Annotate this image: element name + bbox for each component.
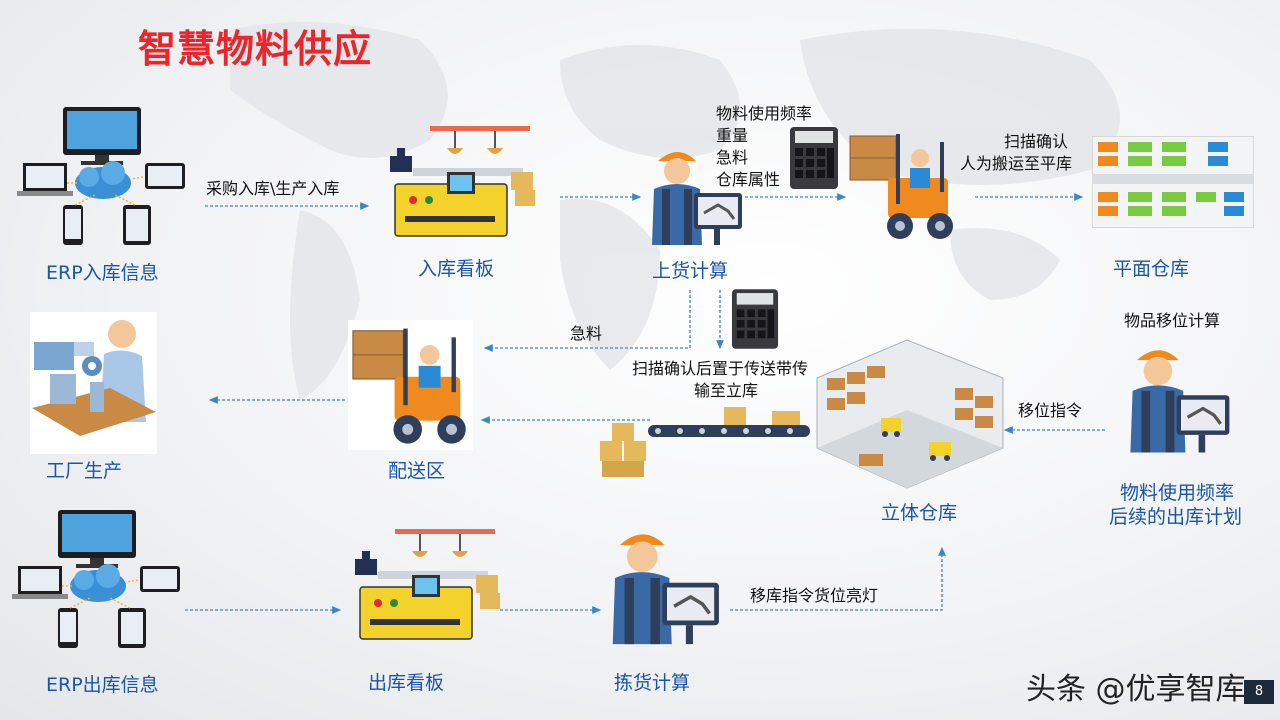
erp-out-label: ERP出库信息	[46, 674, 159, 696]
worker-terminal-icon	[652, 152, 742, 245]
pick-calc-label: 拣货计算	[614, 672, 691, 694]
calculator-icon	[731, 289, 779, 349]
conveyor-note-2: 输至立库	[694, 381, 759, 400]
arrow-pick-to-autowh	[730, 546, 946, 611]
move-calc-note: 物品移位计算	[1124, 311, 1221, 330]
purchase-note: 采购入库\生产入库	[206, 179, 340, 198]
erp-in-label: ERP入库信息	[46, 262, 159, 284]
factor-item: 急料	[716, 148, 749, 167]
erp-computer-icon	[17, 107, 185, 245]
factors-list: 物料使用频率 重量 急料 仓库属性	[716, 103, 812, 191]
conveyor-belt-icon	[600, 407, 810, 477]
factor-item: 仓库属性	[716, 170, 781, 189]
auto-wh-label: 立体仓库	[881, 502, 958, 524]
out-cmd-note: 移库指令货位亮灯	[750, 586, 879, 605]
board-out-label: 出库看板	[368, 672, 445, 694]
plan-line-2: 后续的出库计划	[1109, 506, 1243, 528]
scan-note: 扫描确认	[986, 131, 1086, 153]
shelf-calc-label: 上货计算	[652, 260, 729, 282]
factory-production-icon	[32, 320, 156, 436]
board-in-label: 入库看板	[418, 258, 495, 280]
erp-computer-icon	[12, 510, 180, 648]
flat-warehouse-map-icon	[1092, 136, 1254, 228]
scan-note-line: 扫描确认	[1003, 132, 1068, 151]
scan-note-line: 人为搬运至平库	[960, 154, 1073, 173]
page-number: 8	[1244, 680, 1274, 704]
inbound-board-machine-icon	[390, 126, 535, 237]
flat-wh-label: 平面仓库	[1113, 258, 1190, 280]
arrow-urgent	[483, 290, 691, 352]
urgent-note: 急料	[570, 324, 603, 343]
factor-item: 重量	[716, 126, 749, 145]
worker-terminal-icon	[612, 534, 719, 645]
dispatch-label: 配送区	[388, 460, 446, 482]
calculator-icon	[790, 127, 838, 189]
forklift-icon	[849, 134, 953, 239]
outbound-board-machine-icon	[355, 529, 500, 640]
factor-item: 物料使用频率	[716, 104, 813, 123]
automated-warehouse-icon	[816, 339, 1004, 489]
conveyor-note-1: 扫描确认后置于传送带传	[632, 359, 809, 378]
worker-terminal-icon	[1130, 350, 1230, 453]
move-cmd-note: 移位指令	[1018, 401, 1083, 420]
plan-line-1: 物料使用频率	[1120, 482, 1235, 504]
dispatch-forklift-icon	[352, 328, 466, 444]
factory-label: 工厂生产	[46, 460, 123, 482]
page-title: 智慧物料供应	[138, 27, 373, 71]
watermark-text: 头条 @优享智库	[1026, 672, 1246, 707]
